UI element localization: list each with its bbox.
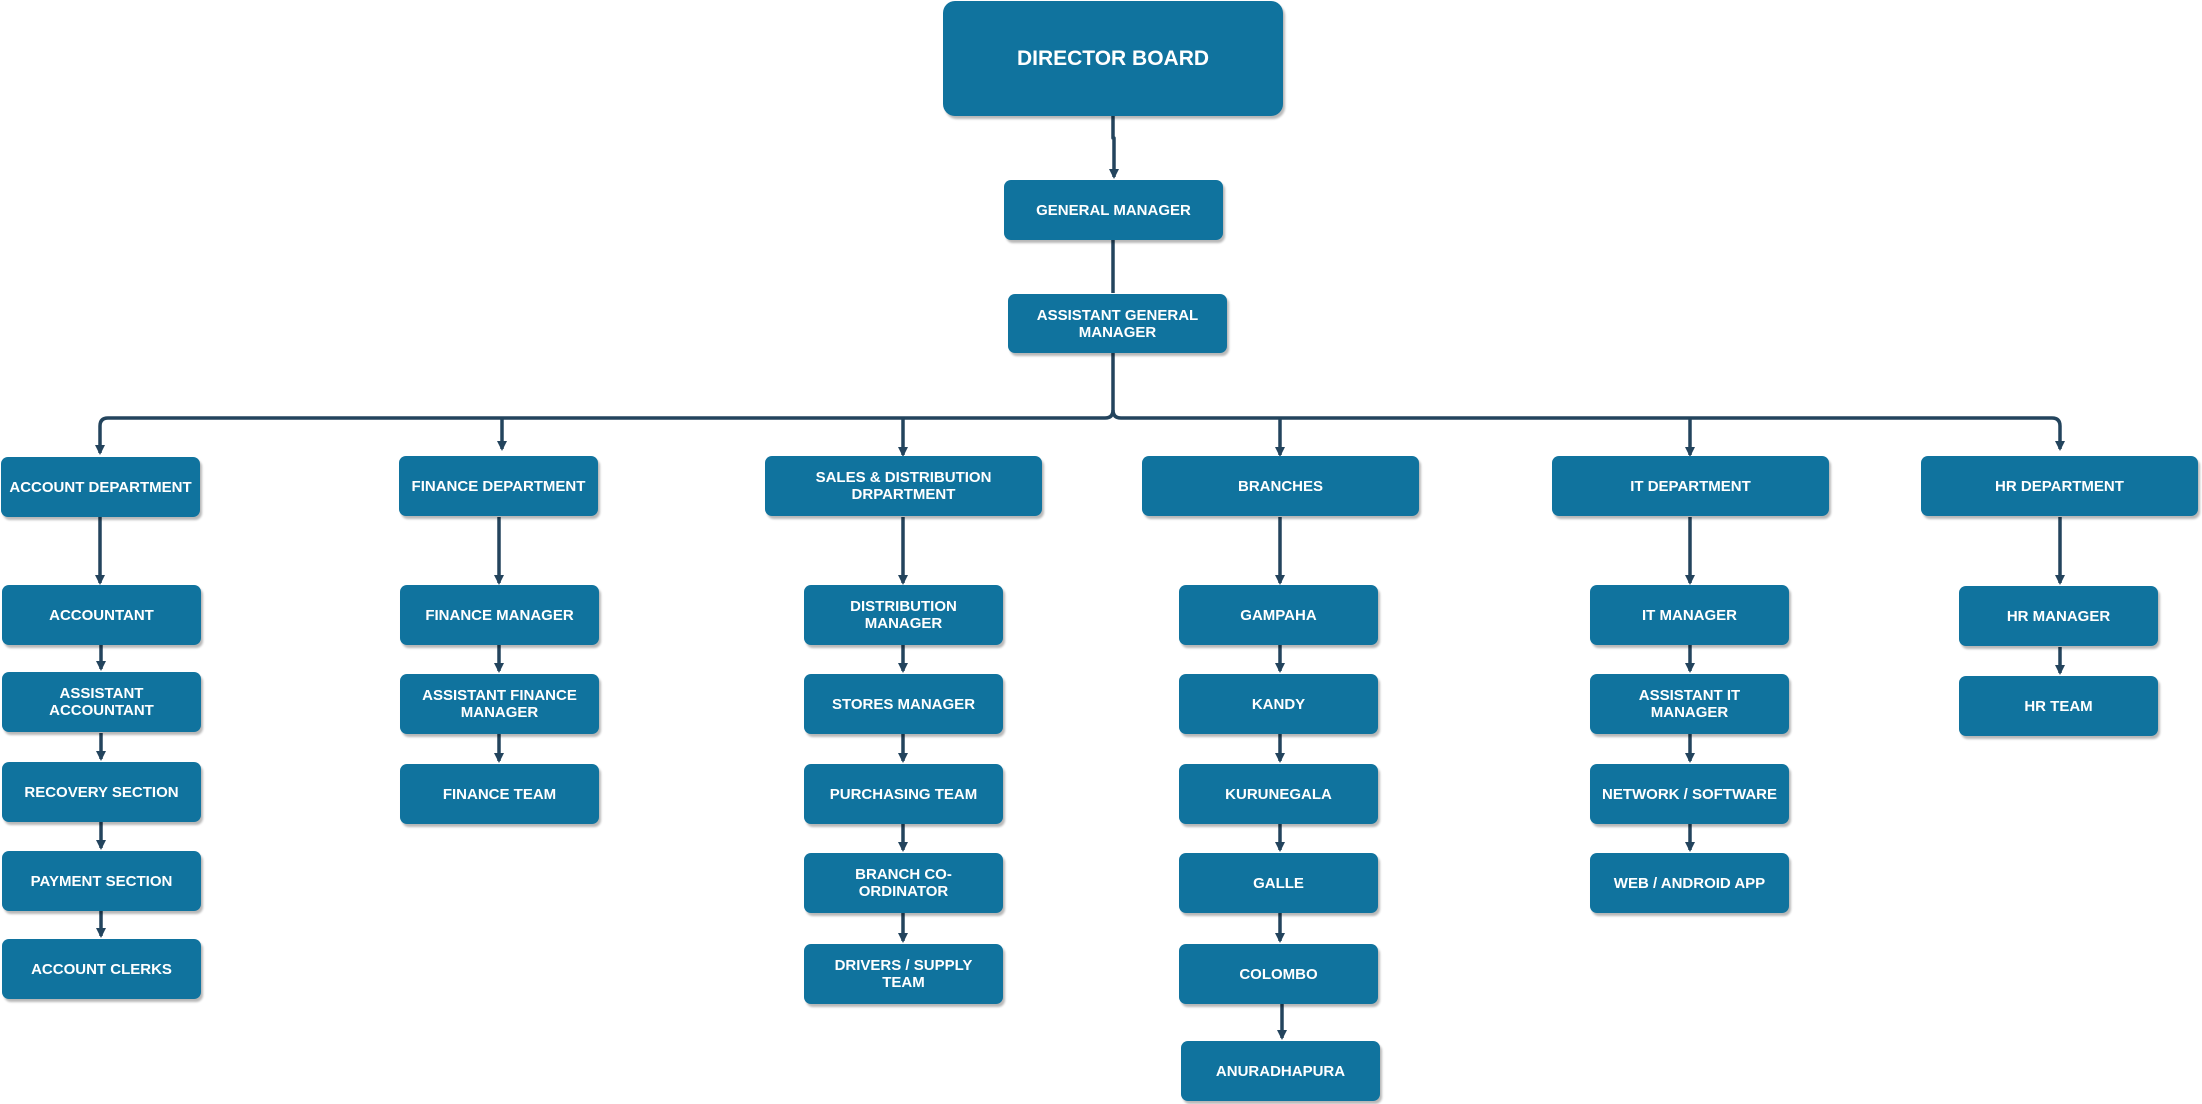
gampaha-node[interactable]: GAMPAHA	[1179, 585, 1378, 645]
it-manager-label: IT MANAGER	[1642, 606, 1737, 624]
hr-department-label: HR DEPARTMENT	[1995, 477, 2124, 495]
finance-department-label: FINANCE DEPARTMENT	[411, 477, 586, 495]
recovery-section-node[interactable]: RECOVERY SECTION	[2, 762, 201, 822]
finance-team-label: FINANCE TEAM	[442, 785, 557, 803]
general-manager-node[interactable]: GENERAL MANAGER	[1004, 180, 1223, 240]
sales-distribution-department-label: SALES & DISTRIBUTION DRPARTMENT	[815, 469, 992, 503]
director-board-node[interactable]: DIRECTOR BOARD	[943, 1, 1283, 116]
assistant-it-manager-label: ASSISTANT IT MANAGER	[1638, 687, 1741, 721]
purchasing-team-node[interactable]: PURCHASING TEAM	[804, 764, 1003, 824]
it-department-label: IT DEPARTMENT	[1630, 477, 1751, 495]
assistant-finance-manager-node[interactable]: ASSISTANT FINANCE MANAGER	[400, 674, 599, 734]
gampaha-label: GAMPAHA	[1240, 606, 1317, 624]
recovery-section-label: RECOVERY SECTION	[24, 783, 179, 801]
hr-team-label: HR TEAM	[2024, 697, 2093, 715]
web-android-app-node[interactable]: WEB / ANDROID APP	[1590, 853, 1789, 913]
drivers-supply-team-node[interactable]: DRIVERS / SUPPLY TEAM	[804, 944, 1003, 1004]
payment-section-node[interactable]: PAYMENT SECTION	[2, 851, 201, 911]
branch-coordinator-node[interactable]: BRANCH CO-ORDINATOR	[804, 853, 1003, 913]
payment-section-label: PAYMENT SECTION	[30, 872, 173, 890]
account-department-node[interactable]: ACCOUNT DEPARTMENT	[1, 457, 200, 517]
accountant-node[interactable]: ACCOUNTANT	[2, 585, 201, 645]
hr-department-node[interactable]: HR DEPARTMENT	[1921, 456, 2198, 516]
director-board-label: DIRECTOR BOARD	[1016, 47, 1210, 70]
it-manager-node[interactable]: IT MANAGER	[1590, 585, 1789, 645]
stores-manager-label: STORES MANAGER	[831, 695, 976, 713]
distribution-manager-node[interactable]: DISTRIBUTION MANAGER	[804, 585, 1003, 645]
finance-manager-label: FINANCE MANAGER	[425, 606, 574, 624]
accountant-label: ACCOUNTANT	[49, 606, 154, 624]
account-clerks-node[interactable]: ACCOUNT CLERKS	[2, 939, 201, 999]
stores-manager-node[interactable]: STORES MANAGER	[804, 674, 1003, 734]
drivers-supply-team-label: DRIVERS / SUPPLY TEAM	[834, 957, 973, 991]
account-department-label: ACCOUNT DEPARTMENT	[9, 478, 192, 496]
finance-manager-node[interactable]: FINANCE MANAGER	[400, 585, 599, 645]
assistant-general-manager-node[interactable]: ASSISTANT GENERAL MANAGER	[1008, 294, 1227, 353]
hr-team-node[interactable]: HR TEAM	[1959, 676, 2158, 736]
colombo-label: COLOMBO	[1239, 965, 1318, 983]
hr-manager-label: HR MANAGER	[2006, 607, 2111, 625]
branches-label: BRANCHES	[1237, 477, 1323, 495]
it-department-node[interactable]: IT DEPARTMENT	[1552, 456, 1829, 516]
connector-bus-right	[1111, 409, 2065, 451]
web-android-app-label: WEB / ANDROID APP	[1613, 874, 1766, 892]
general-manager-label: GENERAL MANAGER	[1036, 201, 1191, 219]
kandy-node[interactable]: KANDY	[1179, 674, 1378, 734]
galle-node[interactable]: GALLE	[1179, 853, 1378, 913]
finance-team-node[interactable]: FINANCE TEAM	[400, 764, 599, 824]
galle-label: GALLE	[1253, 874, 1304, 892]
distribution-manager-label: DISTRIBUTION MANAGER	[850, 598, 957, 632]
assistant-accountant-node[interactable]: ASSISTANT ACCOUNTANT	[2, 672, 201, 732]
purchasing-team-label: PURCHASING TEAM	[829, 785, 978, 803]
hr-manager-node[interactable]: HR MANAGER	[1959, 586, 2158, 646]
assistant-general-manager-label: ASSISTANT GENERAL MANAGER	[1036, 306, 1199, 341]
kurunegala-node[interactable]: KURUNEGALA	[1179, 764, 1378, 824]
sales-distribution-department-node[interactable]: SALES & DISTRIBUTION DRPARTMENT	[765, 456, 1042, 516]
finance-department-node[interactable]: FINANCE DEPARTMENT	[399, 456, 598, 516]
colombo-node[interactable]: COLOMBO	[1179, 944, 1378, 1004]
anuradhapura-node[interactable]: ANURADHAPURA	[1181, 1041, 1380, 1101]
kurunegala-label: KURUNEGALA	[1225, 785, 1332, 803]
branches-node[interactable]: BRANCHES	[1142, 456, 1419, 516]
connector-bus-left	[95, 353, 1115, 455]
branch-coordinator-label: BRANCH CO-ORDINATOR	[855, 866, 952, 900]
anuradhapura-label: ANURADHAPURA	[1215, 1062, 1346, 1080]
network-software-node[interactable]: NETWORK / SOFTWARE	[1590, 764, 1789, 824]
kandy-label: KANDY	[1251, 695, 1306, 713]
assistant-accountant-label: ASSISTANT ACCOUNTANT	[49, 685, 154, 719]
assistant-it-manager-node[interactable]: ASSISTANT IT MANAGER	[1590, 674, 1789, 734]
assistant-finance-manager-label: ASSISTANT FINANCE MANAGER	[422, 687, 577, 721]
account-clerks-label: ACCOUNT CLERKS	[31, 960, 172, 978]
network-software-label: NETWORK / SOFTWARE	[1602, 785, 1777, 803]
connector-director-gm	[1109, 115, 1119, 179]
